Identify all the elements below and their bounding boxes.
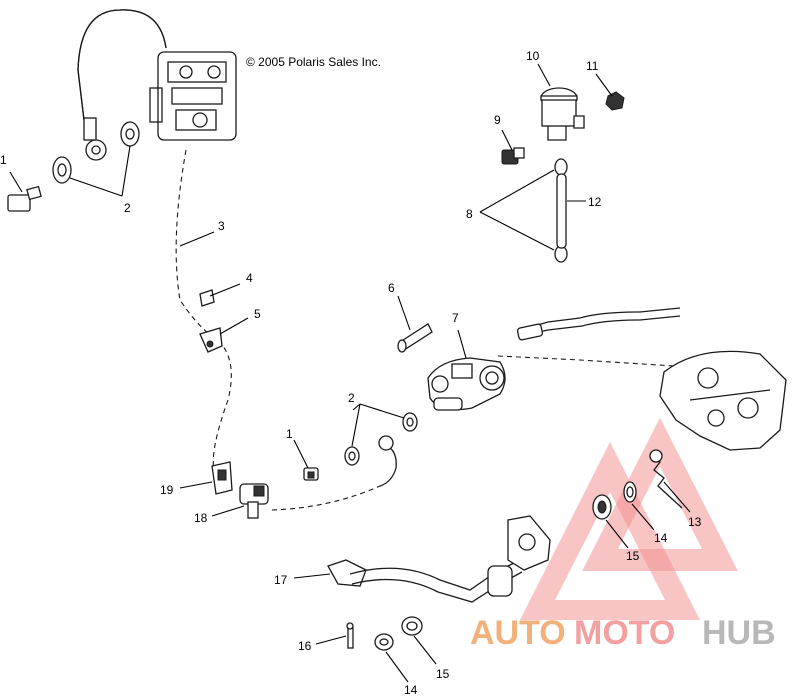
washers-2-top: [52, 121, 140, 184]
clamps-8: [554, 158, 568, 263]
nut-11: [605, 91, 625, 111]
bushing-15-right: [592, 494, 612, 520]
caliper-bracket: [659, 350, 787, 451]
brake-pedal-17: [327, 515, 551, 603]
copyright-text: © 2005 Polaris Sales Inc.: [246, 55, 381, 69]
leader-lines: [9, 63, 691, 683]
callout-13: 13: [688, 515, 702, 529]
pin-6: [397, 323, 433, 353]
caliper-7: [427, 357, 506, 411]
clip-19: [211, 461, 233, 495]
callout-numbers: 1 2 3 4 5 6 7 8 9 10 11 12 13 14 15 16 1…: [0, 49, 702, 696]
washer-14-bottom: [374, 633, 394, 651]
callout-15-bottom: 15: [436, 667, 450, 681]
callout-5: 5: [254, 307, 261, 321]
callout-1-top: 1: [0, 153, 7, 167]
callout-3: 3: [218, 219, 225, 233]
callout-14-bottom: 14: [404, 683, 418, 696]
master-cylinder: [149, 51, 237, 141]
hose-12: [556, 173, 567, 249]
callout-7: 7: [452, 311, 459, 325]
callout-12: 12: [588, 195, 602, 209]
watermark-logo: [520, 417, 738, 620]
callout-18: 18: [194, 511, 208, 525]
bolt-1-mid: [303, 467, 319, 481]
banjo-fitting-top: [83, 117, 107, 161]
callout-8: 8: [466, 207, 473, 221]
callout-19: 19: [160, 483, 174, 497]
spring-13: [649, 449, 683, 509]
bushing-15-bottom: [401, 616, 423, 636]
callout-16: 16: [298, 639, 312, 653]
pin-16: [346, 622, 354, 649]
callout-14-right: 14: [654, 531, 668, 545]
callout-15-right: 15: [626, 549, 640, 563]
callout-6: 6: [388, 281, 395, 295]
bolt-1-top: [7, 185, 42, 212]
watermark-text: AUTO MOTO HUB: [470, 614, 776, 652]
fitting-top-right: [516, 323, 544, 341]
watermark-hub: HUB: [702, 614, 776, 652]
callout-4: 4: [246, 271, 253, 285]
callout-9: 9: [494, 113, 501, 127]
bolt-9: [501, 147, 525, 165]
washers-2-mid: [344, 412, 418, 466]
clip-4: [199, 289, 215, 307]
callout-2-mid: 2: [348, 391, 355, 405]
washer-14-right: [623, 481, 637, 503]
watermark-auto: AUTO: [470, 614, 566, 652]
callout-1-mid: 1: [286, 427, 293, 441]
reservoir-10: [540, 87, 585, 141]
callout-2-top: 2: [124, 201, 131, 215]
callout-17: 17: [274, 573, 288, 587]
watermark-moto: MOTO: [574, 614, 675, 652]
clip-5: [199, 327, 223, 353]
callout-10: 10: [526, 49, 540, 63]
switch-18: [239, 483, 269, 519]
banjo-line-mid: [378, 435, 397, 487]
callout-11: 11: [586, 59, 599, 73]
